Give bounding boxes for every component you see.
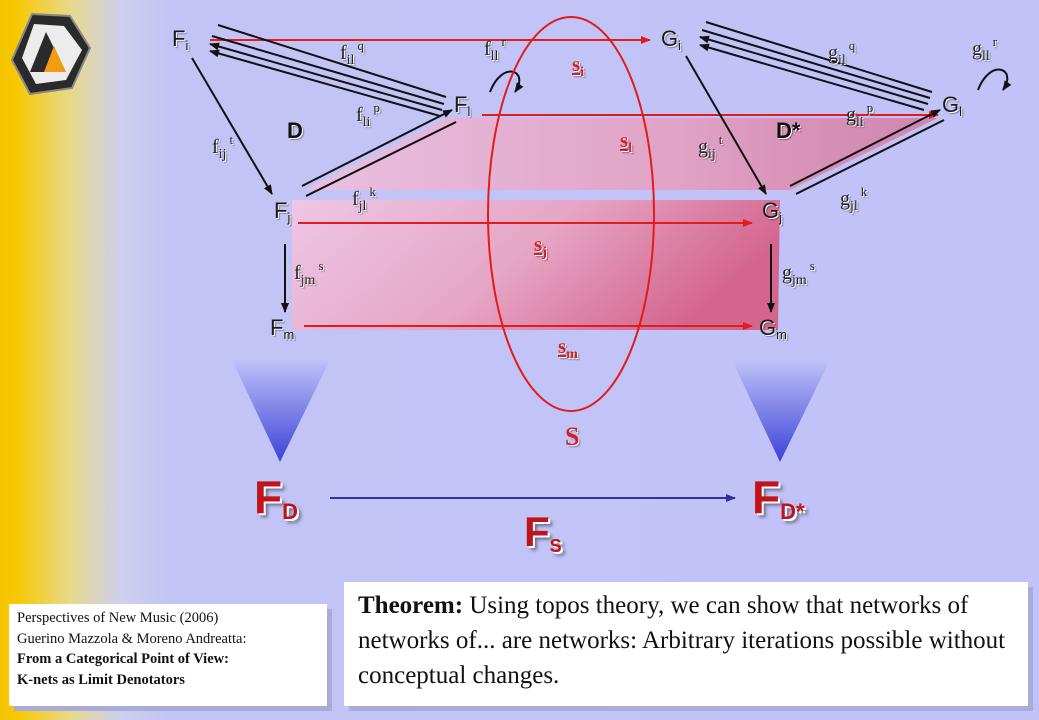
node-fi: Fi bbox=[172, 26, 189, 53]
triangle-dstar bbox=[732, 360, 830, 462]
arrow-f-jl-k-1 bbox=[301, 109, 453, 187]
arrow-f-il-q-2 bbox=[211, 35, 445, 105]
arrow-g-jl-k-1 bbox=[789, 109, 941, 187]
logo-icon bbox=[10, 12, 92, 96]
arrow-g-li-p-1 bbox=[699, 35, 929, 105]
label-fdstar: FD* bbox=[752, 471, 805, 524]
label-d: D bbox=[287, 118, 303, 143]
node-fl: Fl bbox=[454, 92, 471, 119]
arrow-g-il-q-1 bbox=[705, 21, 933, 93]
label-sl: sl bbox=[620, 128, 633, 156]
theorem-text: Using topos theory, we can show that net… bbox=[358, 592, 1006, 689]
citation-line-2: Guerino Mazzola & Moreno Andreatta: bbox=[17, 630, 247, 647]
label-si: si bbox=[572, 52, 585, 80]
arrow-f-li-p-2 bbox=[209, 49, 441, 117]
label-g-jm-s: gjms bbox=[782, 258, 815, 288]
citation-line-4: K-nets as Limit Denotators bbox=[17, 671, 185, 688]
arrow-g-li-p-2 bbox=[699, 43, 925, 111]
label-sm: sm bbox=[558, 334, 578, 362]
band-main bbox=[292, 200, 780, 330]
arrow-g-jl-k-2 bbox=[795, 119, 945, 195]
label-f-ll-r: fllr bbox=[484, 34, 506, 64]
label-g-ll-r: gllr bbox=[972, 34, 998, 64]
band-top bbox=[305, 118, 938, 190]
citation-box: Perspectives of New Music (2006) Guerino… bbox=[9, 604, 327, 706]
label-dstar: D* bbox=[776, 118, 801, 143]
node-fm: Fm bbox=[270, 315, 295, 342]
ellipse-s bbox=[487, 16, 655, 412]
node-gm: Gm bbox=[759, 315, 787, 342]
node-gj: Gj bbox=[762, 198, 783, 225]
theorem-box: Theorem: Using topos theory, we can show… bbox=[344, 582, 1028, 706]
citation-line-3: From a Categorical Point of View: bbox=[17, 651, 229, 667]
label-f-jm-s: fjms bbox=[294, 258, 324, 288]
label-f-jl-k: fjlk bbox=[352, 184, 376, 214]
arrow-f-il-q-1 bbox=[217, 24, 447, 98]
label-fs: FS bbox=[524, 508, 562, 556]
triangle-d bbox=[232, 360, 330, 462]
node-gi: Gi bbox=[661, 26, 682, 53]
loop-g-ll-r bbox=[977, 68, 1012, 91]
label-f-li-p: flip bbox=[356, 100, 380, 130]
label-sj: sj bbox=[534, 232, 547, 260]
label-f-il-q: filq bbox=[340, 38, 364, 68]
label-s: S bbox=[565, 422, 580, 451]
citation-line-1: Perspectives of New Music (2006) bbox=[17, 610, 219, 626]
arrow-f-li-p-1 bbox=[209, 42, 443, 111]
label-fd: FD bbox=[254, 471, 298, 524]
node-gl: Gl bbox=[942, 92, 963, 119]
label-g-ij-t: gijt bbox=[698, 132, 723, 162]
label-g-jl-k: gjlk bbox=[840, 184, 868, 214]
label-g-il-q: gilq bbox=[828, 38, 856, 68]
node-fj: Fj bbox=[274, 198, 291, 225]
arrow-f-jl-k-2 bbox=[305, 121, 457, 197]
arrow-g-ij-t bbox=[685, 55, 767, 195]
arrow-f-ij-t bbox=[191, 57, 273, 195]
label-f-ij-t: fijt bbox=[212, 132, 234, 162]
arrow-g-il-q-2 bbox=[701, 29, 931, 99]
loop-f-ll-r bbox=[489, 70, 524, 93]
label-g-li-p: glip bbox=[846, 100, 874, 130]
theorem-label: Theorem: bbox=[358, 592, 464, 619]
